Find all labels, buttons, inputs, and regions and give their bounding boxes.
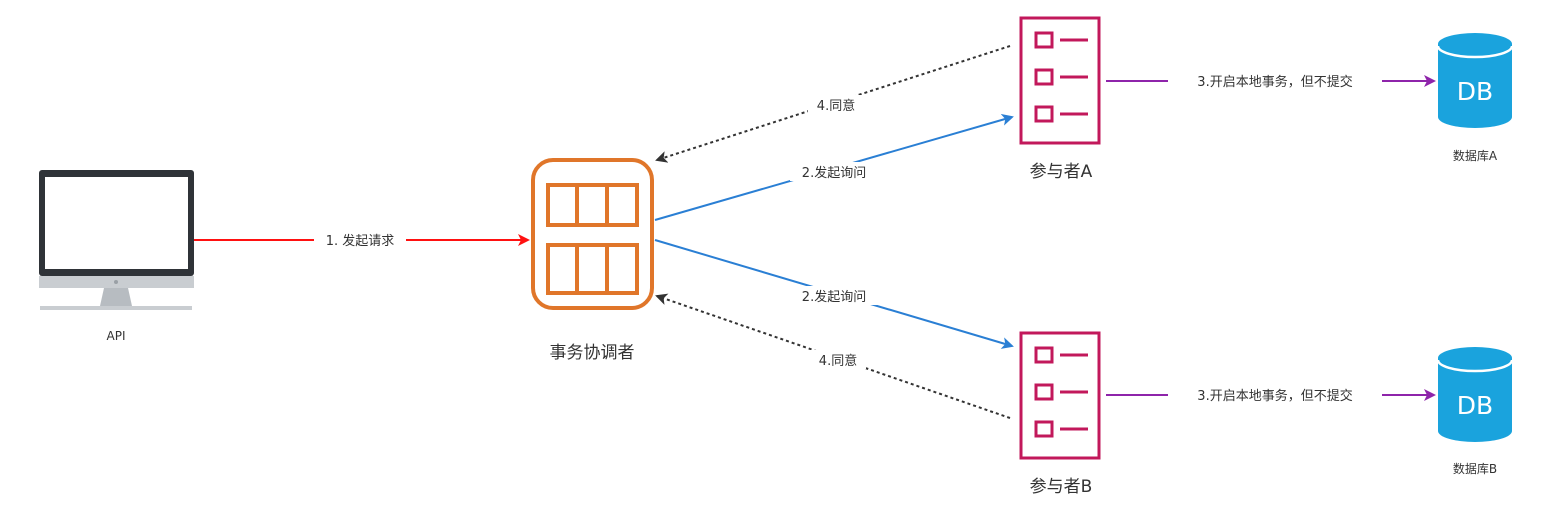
edge-ask-a-label-bg [790,162,878,181]
edge-agree-a-label: 4.同意 [817,98,855,114]
db-b-icon-text: DB [1457,391,1493,420]
database-cylinder-icon: DB [1436,347,1514,442]
edge-ask-b: 2.发起询问 [654,239,1014,349]
coordinator-label: 事务协调者 [550,343,635,363]
edge-agree-b-label-bg [810,350,866,369]
edge-local-tx-a-label: 3.开启本地事务，但不提交 [1197,74,1352,90]
api-label: API [107,329,126,343]
edge-agree-a-label-bg [808,95,864,114]
edge-request: 1. 发起请求 [194,231,530,249]
edge-local-tx-b: 3.开启本地事务，但不提交 [1106,386,1436,405]
edge-agree-a: 4.同意 [655,45,1011,163]
edge-agree-b: 4.同意 [655,293,1011,419]
checklist-icon [1019,16,1101,145]
edge-ask-a: 2.发起询问 [654,114,1014,221]
database-cylinder-icon: DB [1436,33,1514,128]
api-node: API [39,170,194,343]
db-a-label: 数据库A [1453,148,1498,163]
database-b-node: DB 数据库B [1436,347,1514,476]
edge-local-tx-b-label-bg [1168,386,1382,405]
db-b-label: 数据库B [1453,461,1497,476]
edge-ask-b-label-bg [790,286,878,305]
edge-agree-a-line [655,45,1011,163]
desktop-monitor-icon [39,170,194,310]
edge-request-label: 1. 发起请求 [326,233,395,249]
participant-a-label: 参与者A [1030,162,1093,182]
edge-local-tx-a: 3.开启本地事务，但不提交 [1106,72,1436,91]
participant-b-label: 参与者B [1030,477,1093,497]
edge-ask-b-label: 2.发起询问 [802,289,866,305]
coordinator-node: 事务协调者 [531,158,654,363]
db-a-icon-text: DB [1457,77,1493,106]
edge-local-tx-b-label: 3.开启本地事务，但不提交 [1197,388,1352,404]
checklist-icon [1019,331,1101,460]
participant-b-node: 参与者B [1019,331,1101,497]
edge-agree-b-label: 4.同意 [819,353,857,369]
grid-table-icon [531,158,654,310]
edge-ask-a-label: 2.发起询问 [802,165,866,181]
participant-a-node: 参与者A [1019,16,1101,182]
edge-request-label-bg [314,231,406,249]
edge-local-tx-a-label-bg [1168,72,1382,91]
database-a-node: DB 数据库A [1436,33,1514,163]
